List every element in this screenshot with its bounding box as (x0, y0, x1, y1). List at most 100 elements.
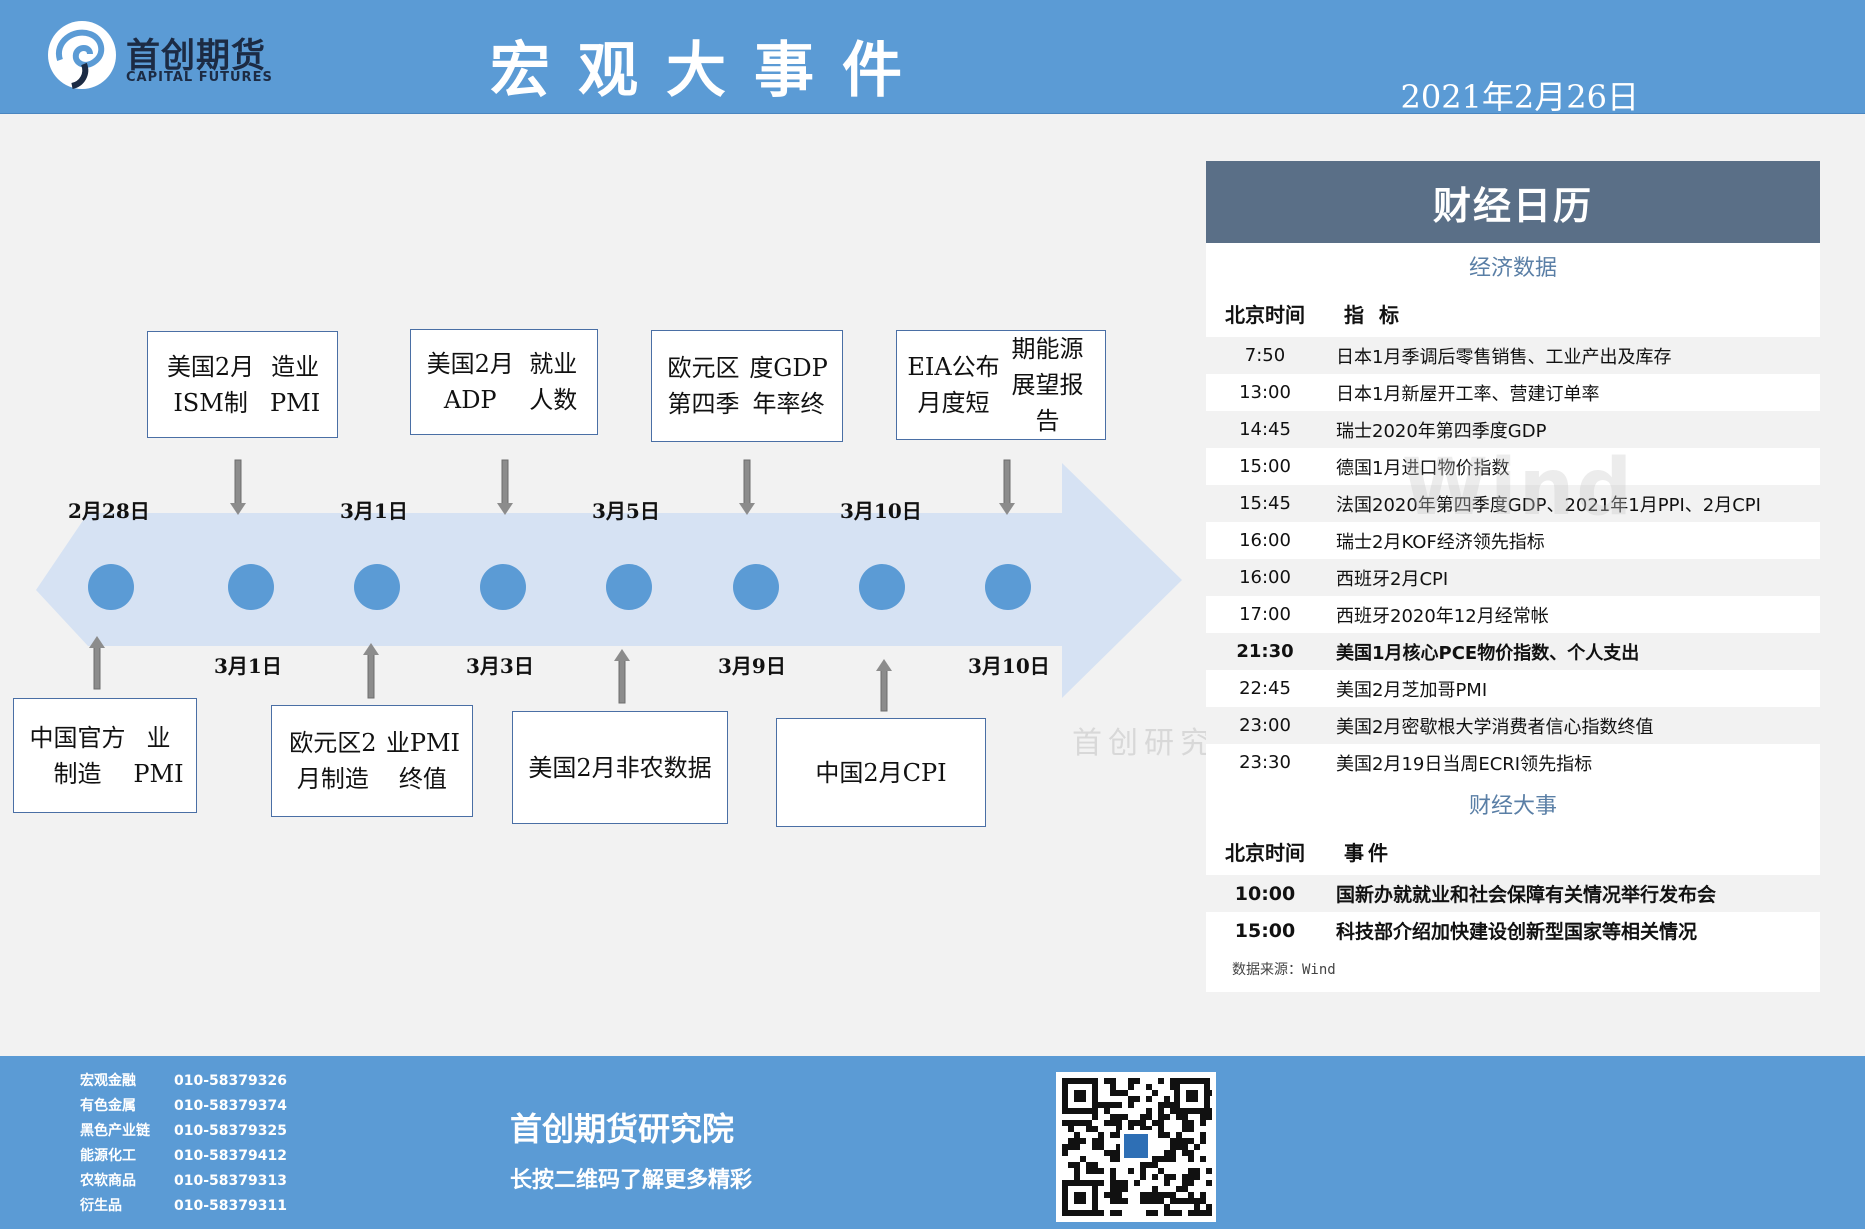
capital-futures-logo-icon (48, 21, 116, 89)
event-table-row: 15:00 科技部介绍加快建设创新型国家等相关情况 (1206, 912, 1820, 949)
top-event-box: 美国2月ADP 就业人数 (410, 329, 598, 435)
row-indicator: 美国2月密歇根大学消费者信心指数终值 (1336, 716, 1654, 738)
up-arrow-icon (363, 643, 379, 699)
row-time: 16:00 (1239, 530, 1291, 551)
timeline-node (354, 564, 400, 610)
event-text: 中国2月CPI (815, 758, 947, 787)
contact-line: 黑色产业链 010-58379325 (80, 1120, 287, 1140)
row-event: 国新办就就业和社会保障有关情况举行发布会 (1336, 884, 1717, 906)
row-time: 16:00 (1239, 567, 1291, 588)
row-time: 10:00 (1234, 882, 1296, 905)
row-time: 13:00 (1239, 382, 1291, 403)
timeline-node (985, 564, 1031, 610)
event-text: 中国官方制造 (29, 723, 126, 788)
top-event-box: EIA公布月度短期能源展望报告 (896, 330, 1106, 440)
bottom-date-label: 3月3日 (466, 654, 534, 678)
bottom-event-box: 欧元区2月制造业PMI终值 (271, 705, 473, 817)
row-indicator: 瑞士2月KOF经济领先指标 (1336, 531, 1545, 553)
timeline-graphic (36, 459, 1182, 712)
event-text: 欧元区2月制造 (289, 729, 377, 793)
qr-code-icon[interactable] (1056, 1072, 1216, 1222)
calendar-title: 财经日历 (1206, 161, 1820, 243)
row-time: 21:30 (1236, 641, 1294, 662)
econ-table-row: 16:00 瑞士2月KOF经济领先指标 (1206, 522, 1820, 559)
row-time: 7:50 (1244, 345, 1286, 366)
down-arrow-icon (739, 459, 755, 515)
econ-table-row: 7:50 日本1月季调后零售销售、工业产出及库存 (1206, 337, 1820, 374)
event-text: 美国2月ISM制 (166, 352, 255, 417)
top-date-label: 2月28日 (68, 499, 150, 523)
event-text: 造业PMI (269, 352, 321, 417)
down-arrow-icon (497, 459, 513, 515)
contact-dept: 衍生品 (80, 1198, 122, 1214)
row-indicator: 法国2020年第四季度GDP、2021年1月PPI、2月CPI (1336, 494, 1761, 516)
timeline-node (228, 564, 274, 610)
econ-table-header: 北京时间 指 标 (1206, 289, 1820, 337)
contact-phone: 010-58379412 (174, 1148, 287, 1164)
bottom-date-label: 3月10日 (968, 654, 1050, 678)
footer-tagline: 长按二维码了解更多精彩 (510, 1168, 753, 1193)
contact-phone: 010-58379311 (174, 1198, 287, 1214)
row-indicator: 德国1月进口物价指数 (1336, 457, 1510, 479)
timeline-node (606, 564, 652, 610)
event-text: 业PMI (133, 723, 184, 788)
bottom-event-box: 中国官方制造业PMI (13, 698, 197, 813)
contact-dept: 黑色产业链 (80, 1123, 150, 1139)
event-text: 业PMI终值 (385, 729, 461, 793)
events-table-body: 10:00 国新办就就业和社会保障有关情况举行发布会 15:00 科技部介绍加快建设创… (1206, 875, 1820, 949)
events-table-header: 北京时间 事件 (1206, 827, 1820, 875)
down-arrow-icon (230, 459, 246, 515)
contact-phone: 010-58379325 (174, 1123, 287, 1139)
top-date-label: 3月1日 (340, 499, 408, 523)
row-indicator: 西班牙2020年12月经常帐 (1336, 605, 1549, 627)
econ-table-row: 17:00 西班牙2020年12月经常帐 (1206, 596, 1820, 633)
event-text: 就业人数 (529, 350, 578, 414)
up-arrow-icon (876, 659, 892, 712)
econ-table-row: 23:30 美国2月19日当周ECRI领先指标 (1206, 744, 1820, 781)
top-event-box: 美国2月ISM制造业PMI (147, 331, 338, 438)
bottom-event-box: 美国2月非农数据 (512, 711, 728, 824)
data-source-note: 数据来源：Wind (1232, 962, 1336, 978)
event-table-row: 10:00 国新办就就业和社会保障有关情况举行发布会 (1206, 875, 1820, 912)
up-arrow-icon (614, 649, 630, 704)
row-indicator: 日本1月季调后零售销售、工业产出及库存 (1336, 346, 1672, 368)
event-text: 美国2月非农数 (528, 753, 688, 782)
col-time-header: 北京时间 (1225, 302, 1305, 327)
event-text: 美国2月ADP (426, 350, 514, 414)
event-text: 据 (687, 753, 712, 782)
col-indicator-header: 指 标 (1344, 302, 1403, 327)
timeline-node (733, 564, 779, 610)
row-time: 17:00 (1239, 604, 1291, 625)
row-indicator: 美国2月19日当周ECRI领先指标 (1336, 753, 1593, 775)
row-indicator: 美国1月核心PCE物价指数、个人支出 (1336, 642, 1640, 664)
timeline-node (88, 564, 134, 610)
event-text: 度GDP年率终 (749, 354, 828, 418)
contact-phone: 010-58379374 (174, 1098, 287, 1114)
watermark-text: 首创研究 (1072, 726, 1216, 761)
row-event: 科技部介绍加快建设创新型国家等相关情况 (1336, 921, 1698, 943)
top-date-label: 3月5日 (592, 499, 660, 523)
top-event-box: 欧元区第四季度GDP年率终 (651, 330, 843, 442)
row-time: 14:45 (1239, 419, 1291, 440)
row-time: 15:00 (1234, 919, 1296, 942)
bottom-event-box: 中国2月CPI (776, 718, 986, 827)
header-bar: 首创期货 CAPITAL FUTURES 宏观大事件 2021年2月26日 (0, 0, 1865, 116)
econ-data-section-title: 经济数据 (1206, 243, 1820, 289)
row-time: 23:30 (1239, 752, 1291, 773)
brand-name: 首创期货 (126, 36, 266, 76)
row-indicator: 美国2月芝加哥PMI (1336, 679, 1488, 701)
col-time-header: 北京时间 (1225, 840, 1305, 865)
event-text: 期能源展望报告 (1011, 335, 1084, 435)
